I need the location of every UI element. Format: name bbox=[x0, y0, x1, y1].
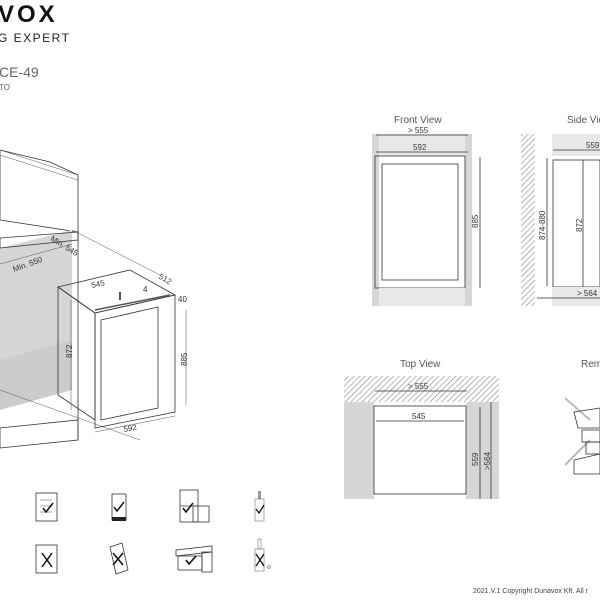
side-niche-depth-label: > 564 bbox=[577, 289, 598, 298]
side-height-label: 872 bbox=[575, 218, 584, 232]
front-view-appliance bbox=[374, 155, 466, 289]
manual-cross-icon bbox=[35, 544, 58, 574]
top-view-appliance bbox=[373, 405, 467, 495]
side-view-title: Side Vie bbox=[567, 115, 600, 126]
built-in-check-icon bbox=[179, 489, 210, 523]
manual-check-icon bbox=[35, 492, 58, 522]
top-width-label: 545 bbox=[91, 278, 106, 290]
height-total-label: 885 bbox=[180, 352, 189, 366]
top-view-title: Top View bbox=[400, 359, 441, 370]
depth-label: 512 bbox=[157, 272, 174, 287]
front-niche-width-label: > 555 bbox=[408, 126, 429, 135]
gap-label: 4 bbox=[143, 285, 148, 294]
front-width-label: 592 bbox=[123, 423, 138, 434]
top-width-label: 545 bbox=[412, 412, 426, 421]
under-counter-check-icon bbox=[175, 545, 213, 573]
side-depth-label: 559 bbox=[586, 141, 600, 150]
freestanding-check-icon bbox=[111, 493, 127, 521]
removal-title: Rem bbox=[581, 359, 600, 370]
front-width-label: 592 bbox=[413, 143, 427, 152]
front-height-label: 885 bbox=[471, 214, 480, 228]
height-body-label: 872 bbox=[65, 344, 74, 358]
door-gap-label: 40 bbox=[178, 295, 187, 304]
isometric-appliance bbox=[57, 269, 177, 429]
top-depth-label: 559 bbox=[471, 452, 480, 466]
front-view-title: Front View bbox=[394, 115, 442, 126]
tilted-cross-icon bbox=[109, 542, 129, 575]
model-subtitle: TO bbox=[0, 83, 10, 92]
top-niche-width-label: > 555 bbox=[408, 382, 429, 391]
model-title: CE-49 bbox=[0, 64, 39, 80]
isometric-cabinet bbox=[0, 149, 161, 449]
copyright: 2021.V.1 Copyright Dunavox Kft. All r bbox=[473, 588, 589, 595]
top-niche-depth-label: >564 bbox=[483, 451, 492, 470]
bottle-cross-icon bbox=[254, 538, 271, 572]
logo: VOX bbox=[0, 1, 58, 28]
bottle-check-icon bbox=[254, 491, 265, 522]
hinge-removal-icon bbox=[564, 397, 600, 475]
side-niche-height-label: 874-880 bbox=[538, 210, 547, 240]
tagline: G EXPERT bbox=[0, 31, 70, 45]
